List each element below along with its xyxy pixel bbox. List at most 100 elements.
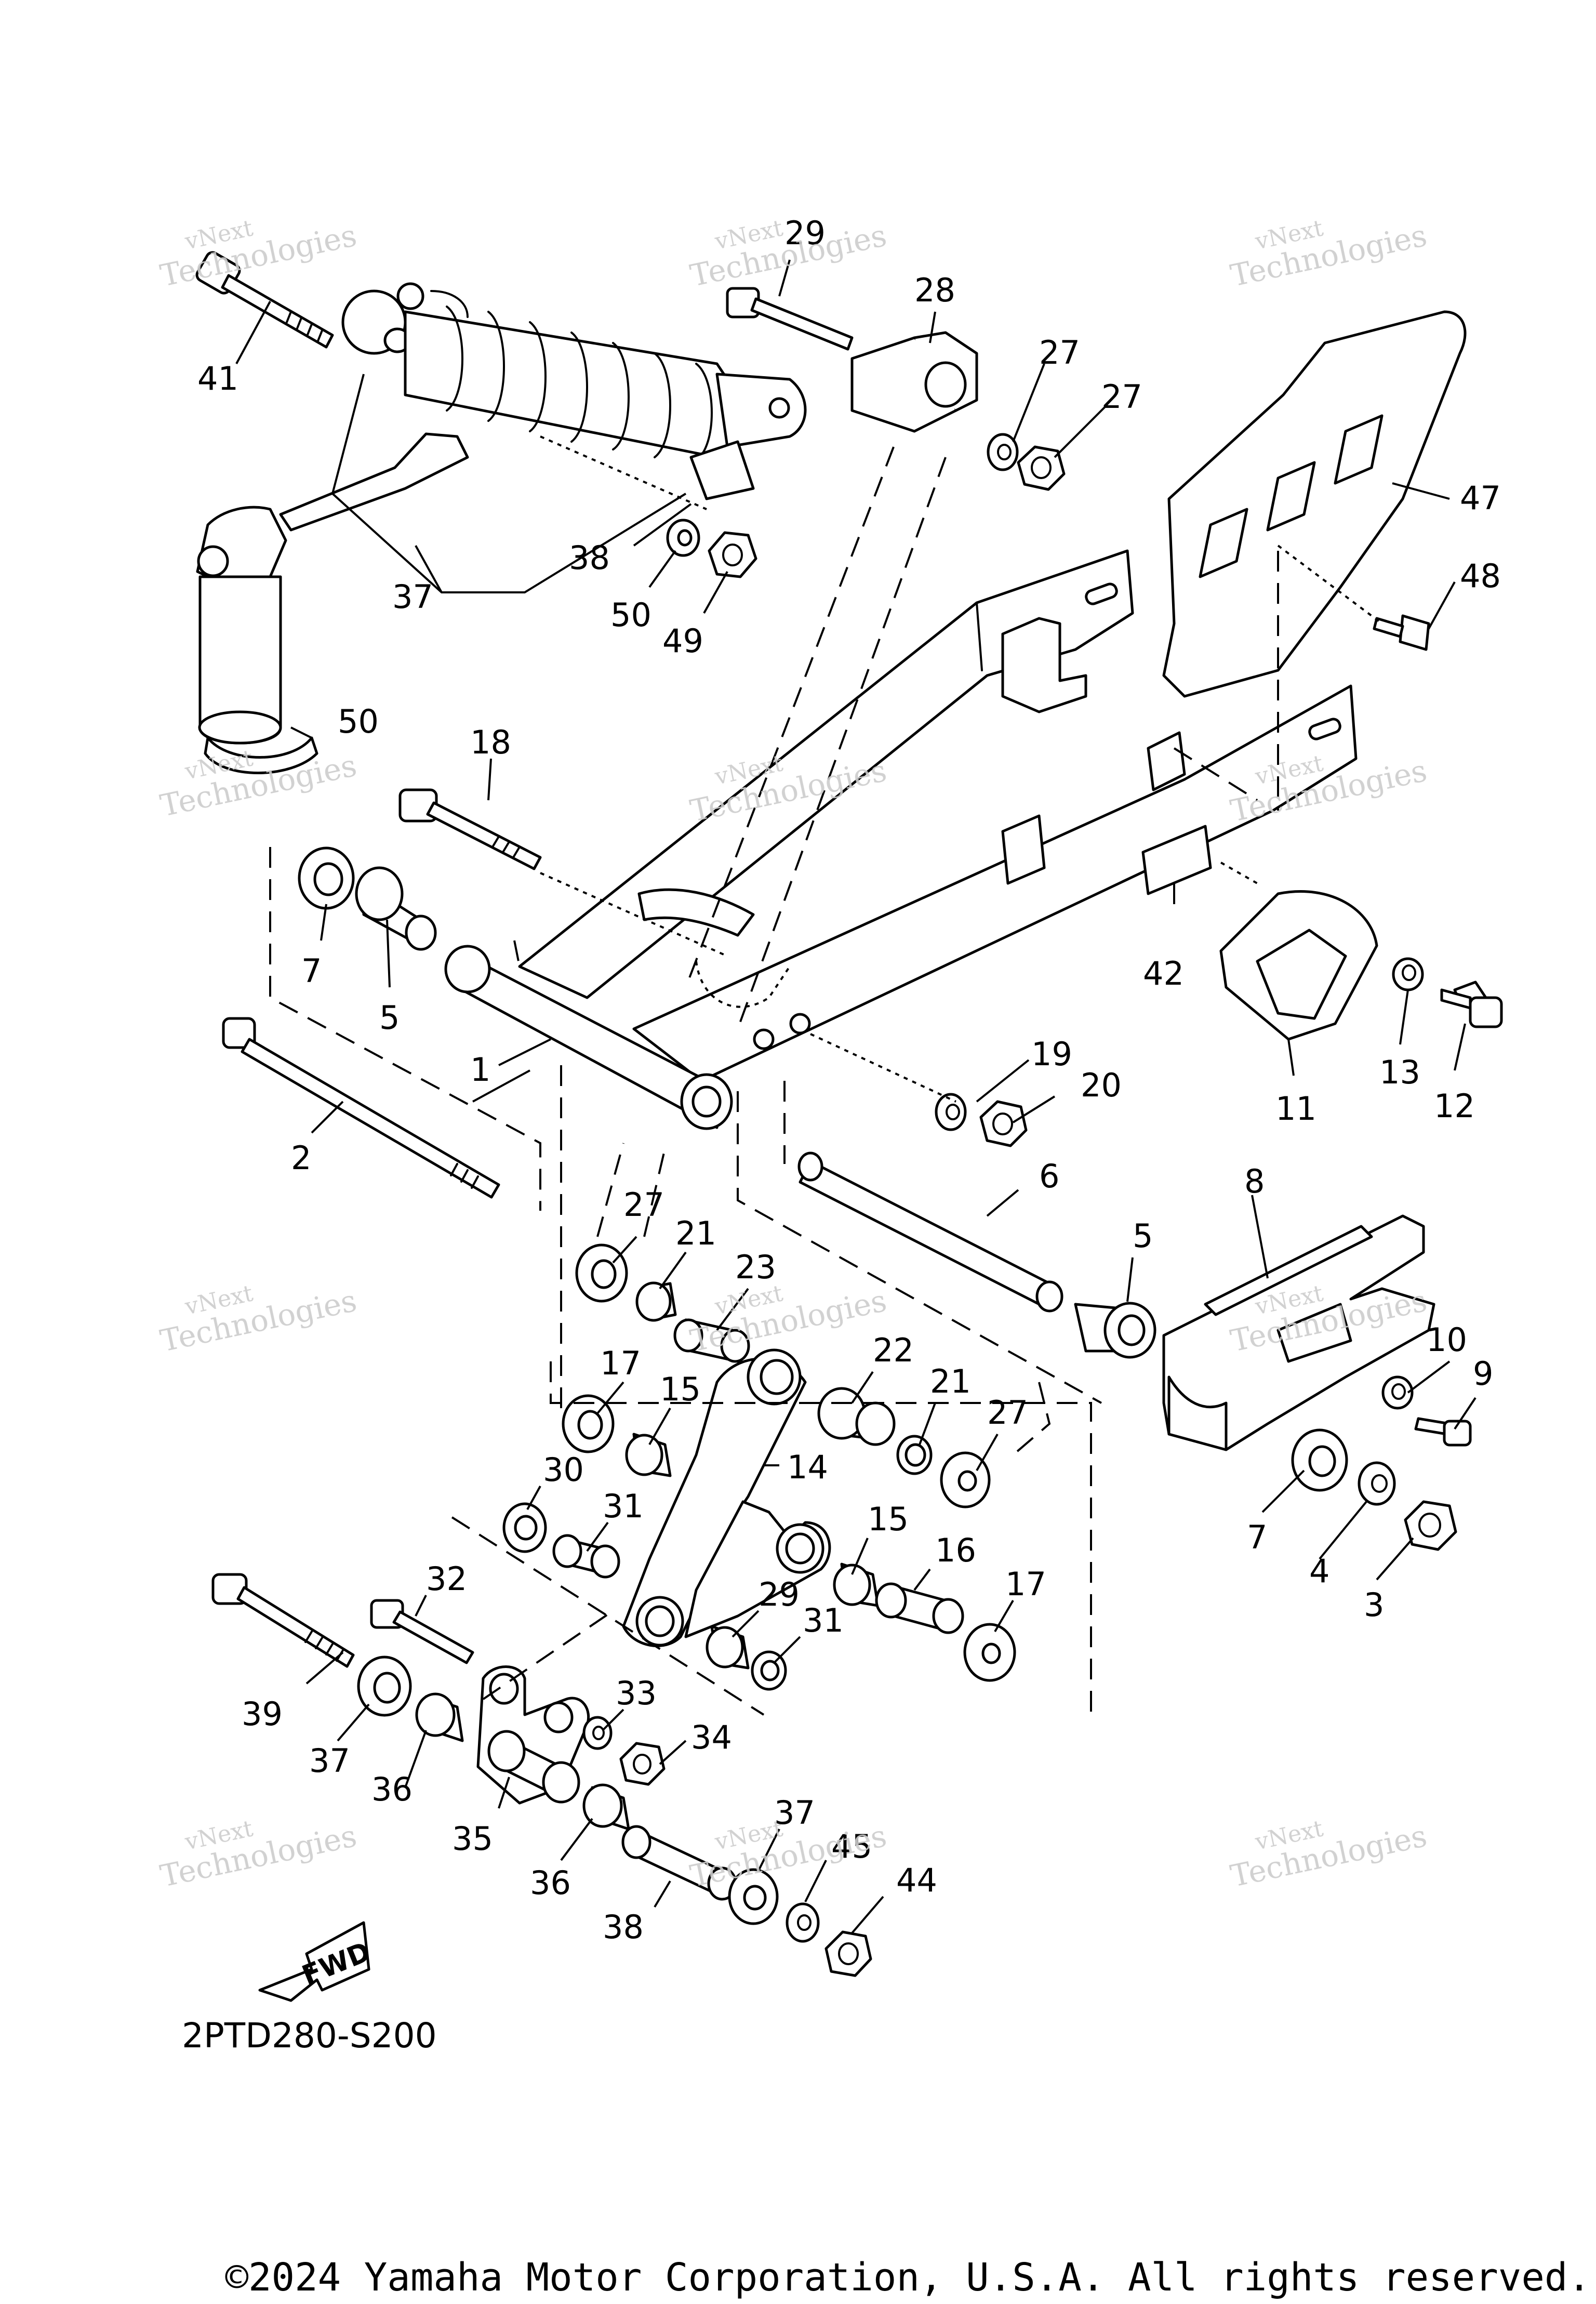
bolt xyxy=(726,287,854,351)
callout-13: 13 xyxy=(1379,1053,1420,1091)
callout-36-left: 36 xyxy=(371,1770,413,1808)
nut xyxy=(708,531,757,578)
callout-22: 22 xyxy=(873,1331,914,1369)
forward-arrow: FWD xyxy=(258,1921,375,2002)
screw xyxy=(1414,1417,1472,1447)
callout-6: 6 xyxy=(1039,1157,1059,1195)
pivot-shaft[interactable] xyxy=(222,1017,500,1199)
callout-50: 50 xyxy=(338,703,379,740)
oil-seal xyxy=(728,1868,779,1925)
callout-48: 49 xyxy=(662,622,703,660)
washer xyxy=(786,1902,820,1943)
bolt xyxy=(211,1573,355,1668)
nut xyxy=(824,1930,872,1977)
copyright-notice: ©2024 Yamaha Motor Corporation, U.S.A. A… xyxy=(225,2255,1591,2300)
callout-15-mid: 15 xyxy=(868,1500,909,1538)
callout-31-left: 31 xyxy=(603,1487,644,1525)
chain-protector[interactable] xyxy=(1219,890,1378,1041)
callout-30: 30 xyxy=(543,1451,584,1489)
bushing xyxy=(415,1692,464,1742)
collar xyxy=(1392,957,1424,991)
rear-shock-absorber[interactable] xyxy=(196,282,807,745)
band xyxy=(204,736,318,774)
assembly-lines xyxy=(269,435,1383,1716)
callout-43: 48 xyxy=(1460,557,1501,595)
callout-2: 2 xyxy=(291,1139,311,1177)
callout-20: 20 xyxy=(1081,1066,1122,1104)
bolt xyxy=(370,1599,474,1664)
washer xyxy=(582,1716,613,1750)
callout-28: 28 xyxy=(914,271,955,309)
nut xyxy=(619,1742,666,1786)
bushing xyxy=(355,866,437,951)
callout-5-right: 5 xyxy=(1133,1217,1153,1255)
callout-3: 3 xyxy=(1364,1586,1384,1624)
connecting-rod[interactable] xyxy=(476,1665,590,1805)
callout-29: 29 xyxy=(759,1575,800,1613)
callout-42: 47 xyxy=(1460,479,1501,517)
screw xyxy=(1373,614,1430,651)
bolt xyxy=(195,251,334,349)
callout-38: 38 xyxy=(603,1908,644,1946)
collar xyxy=(1381,1375,1414,1410)
callout-37-left: 37 xyxy=(309,1742,350,1780)
bushing xyxy=(833,1563,880,1607)
callout-47: 41 xyxy=(197,360,238,398)
callout-1: 1 xyxy=(470,1051,490,1089)
oil-seal xyxy=(298,846,355,910)
callout-numbers: 41 29 28 27 27 47 48 37 38 50 49 50 18 7… xyxy=(197,214,1501,1946)
callout-41: 45 xyxy=(831,1828,872,1865)
callout-49: 50 xyxy=(610,596,651,634)
callout-8: 8 xyxy=(1244,1162,1265,1200)
swingarm[interactable] xyxy=(444,549,1358,1130)
callout-45: 37 xyxy=(392,578,433,616)
bushing xyxy=(1074,1302,1156,1359)
chain-slider[interactable] xyxy=(1162,1214,1435,1451)
leader-lines xyxy=(235,259,1477,1934)
callout-27-mid: 27 xyxy=(987,1394,1028,1432)
callout-46: 38 xyxy=(569,539,610,577)
callout-24: 29 xyxy=(784,214,826,252)
callout-39: 39 xyxy=(242,1695,283,1733)
callout-37-right: 37 xyxy=(774,1794,815,1832)
callout-18: 18 xyxy=(470,723,511,761)
chain-guard[interactable] xyxy=(1162,310,1467,698)
callout-9: 9 xyxy=(1473,1355,1493,1393)
label-tag xyxy=(689,440,755,500)
nut xyxy=(1017,445,1066,491)
callout-17-mid: 17 xyxy=(1005,1565,1046,1603)
bolt xyxy=(398,788,542,870)
oil-seal xyxy=(963,1623,1016,1682)
spacer xyxy=(673,1318,750,1363)
bracket[interactable] xyxy=(850,331,978,433)
callout-11: 11 xyxy=(1275,1090,1316,1128)
callout-4: 4 xyxy=(1309,1552,1329,1590)
spacer xyxy=(552,1534,620,1579)
callout-40: 44 xyxy=(896,1861,937,1899)
callout-19: 19 xyxy=(1031,1035,1072,1073)
callout-27-top: 27 xyxy=(623,1186,664,1224)
washer xyxy=(666,519,700,557)
callout-12: 12 xyxy=(1434,1087,1475,1125)
callout-21-mid: 21 xyxy=(930,1362,971,1400)
callout-31-right: 31 xyxy=(803,1601,844,1639)
bushing xyxy=(635,1281,677,1322)
callout-23: 23 xyxy=(735,1248,776,1286)
bushing xyxy=(706,1625,750,1670)
callout-7-right: 7 xyxy=(1247,1518,1267,1556)
callout-26: 27 xyxy=(1101,378,1142,416)
callout-17-top: 17 xyxy=(600,1344,641,1382)
callout-35: 35 xyxy=(452,1820,493,1858)
washer xyxy=(987,433,1019,471)
oil-seal xyxy=(1291,1428,1348,1492)
callout-34: 34 xyxy=(691,1718,732,1756)
callout-44: 42 xyxy=(1143,955,1184,992)
callout-21-top: 21 xyxy=(675,1214,716,1252)
